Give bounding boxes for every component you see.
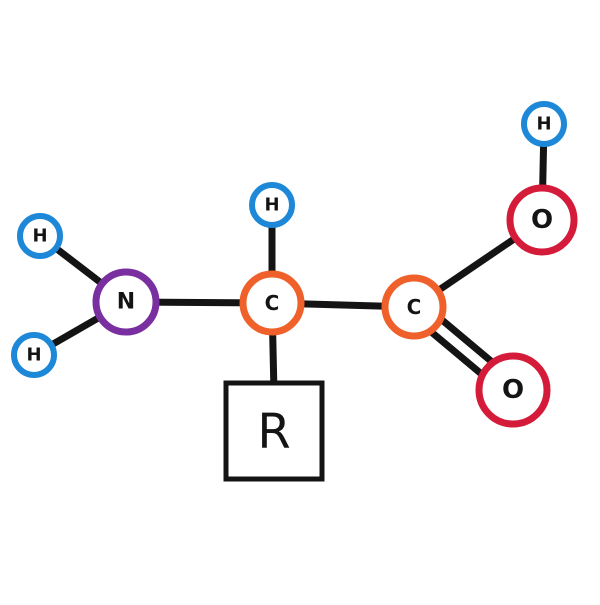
carbonyl-oxygen-atom: O [475,352,551,428]
hydrogen-atom-amine-top: H [17,213,63,259]
side-chain-r-group: R [223,380,325,482]
atom-ring [17,213,63,259]
bonds [30,120,548,400]
atom-ring [249,182,295,228]
atom-label: H [264,195,279,216]
hydrogen-atom-alpha: H [249,182,295,228]
atom-label: N [117,290,135,315]
atom-ring [506,184,578,256]
atom-label: H [32,226,47,247]
r-group-box [223,380,325,482]
atom-label: O [531,205,553,235]
r-group-label: R [257,404,290,460]
carboxyl-carbon-atom: C [381,274,447,340]
atom-ring [521,101,567,147]
alpha-carbon-atom: C [239,270,305,336]
atom-ring [11,332,57,378]
hydrogen-atom-amine-bottom: H [11,332,57,378]
atoms: H H N H C C O [11,101,578,428]
hydroxyl-oxygen-atom: O [506,184,578,256]
atom-ring [92,268,160,336]
atom-ring [381,274,447,340]
atom-ring [475,352,551,428]
atom-label: H [26,345,41,366]
atom-label: H [536,114,551,135]
hydroxyl-hydrogen-atom: H [521,101,567,147]
atom-label: C [407,295,422,319]
nitrogen-atom: N [92,268,160,336]
atom-ring [239,270,305,336]
atom-label: C [265,291,280,315]
atom-label: O [502,375,524,405]
